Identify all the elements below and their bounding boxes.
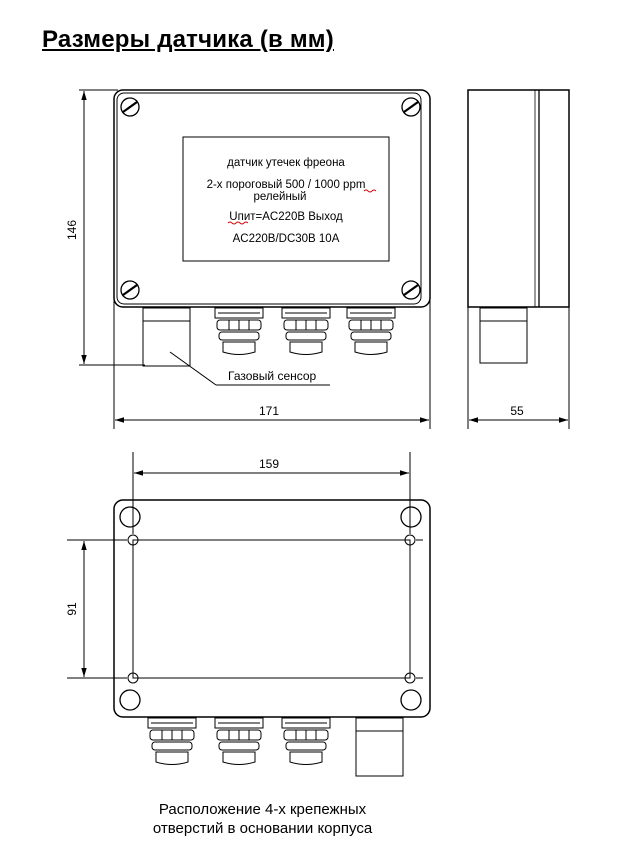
dimension-depth: [467, 307, 570, 429]
cable-gland: [281, 307, 331, 355]
enclosure-front-outline: [113, 89, 431, 308]
enclosure-side-outline: [467, 89, 570, 308]
dimension-height-label: 146: [65, 220, 79, 240]
mounting-hole-icon: [127, 534, 139, 546]
sensor-callout-leader: [169, 351, 330, 386]
label-line-5: AC220B/DC30B 10A: [233, 233, 340, 245]
dimension-hole-spacing-x-label: 159: [259, 457, 279, 471]
front-view: датчик утечек фреона 2-х пороговый 500 /…: [65, 89, 431, 429]
label-line-4: Uпит=AC220B Выход: [229, 211, 343, 223]
caption-line-1: Расположение 4-х крепежных: [158, 801, 367, 818]
page-title: Размеры датчика (в мм): [42, 26, 334, 53]
enclosure-base-outline: [113, 499, 431, 718]
spellcheck-underline: [363, 189, 377, 193]
dimension-width-label: 171: [259, 404, 279, 418]
corner-hole-icon: [119, 506, 141, 528]
mounting-hole-icon: [404, 672, 416, 684]
screw-icon: [401, 97, 421, 117]
base-inner-area: [132, 539, 411, 679]
side-view: 55: [467, 89, 570, 429]
cable-gland: [281, 717, 331, 765]
dimension-hole-spacing-y: [67, 539, 423, 679]
corner-hole-icon: [400, 506, 422, 528]
mounting-hole-icon: [404, 534, 416, 546]
enclosure-front-lid: [116, 92, 422, 305]
dimension-hole-spacing-x: [132, 452, 411, 534]
caption-line-2: отверстий в основании корпуса: [152, 820, 373, 837]
label-line-3: релейный: [254, 191, 307, 203]
mounting-hole-icon: [127, 672, 139, 684]
gas-sensor-base: [355, 717, 404, 777]
label-line-1: датчик утечек фреона: [227, 157, 345, 169]
label-line-2: 2-х пороговый 500 / 1000 ppm: [207, 179, 366, 191]
cable-gland: [147, 717, 197, 765]
dimension-depth-label: 55: [510, 404, 524, 418]
screw-icon: [120, 97, 140, 117]
cable-gland: [346, 307, 396, 355]
sensor-callout-label: Газовый сенсор: [228, 369, 317, 383]
corner-hole-icon: [119, 689, 141, 711]
corner-hole-icon: [400, 689, 422, 711]
screw-icon: [120, 280, 140, 300]
gas-sensor: [142, 307, 191, 367]
base-view: 159 91: [65, 452, 431, 777]
screw-icon: [401, 280, 421, 300]
dimension-width: [113, 300, 431, 429]
label-panel: [182, 136, 390, 262]
dimension-hole-spacing-y-label: 91: [65, 602, 79, 616]
gas-sensor-side: [479, 307, 528, 364]
cable-gland: [214, 307, 264, 355]
caption: Расположение 4-х крепежных отверстий в о…: [0, 800, 525, 838]
spellcheck-underline: [227, 221, 249, 225]
cable-gland: [214, 717, 264, 765]
dimension-height: [79, 89, 145, 366]
